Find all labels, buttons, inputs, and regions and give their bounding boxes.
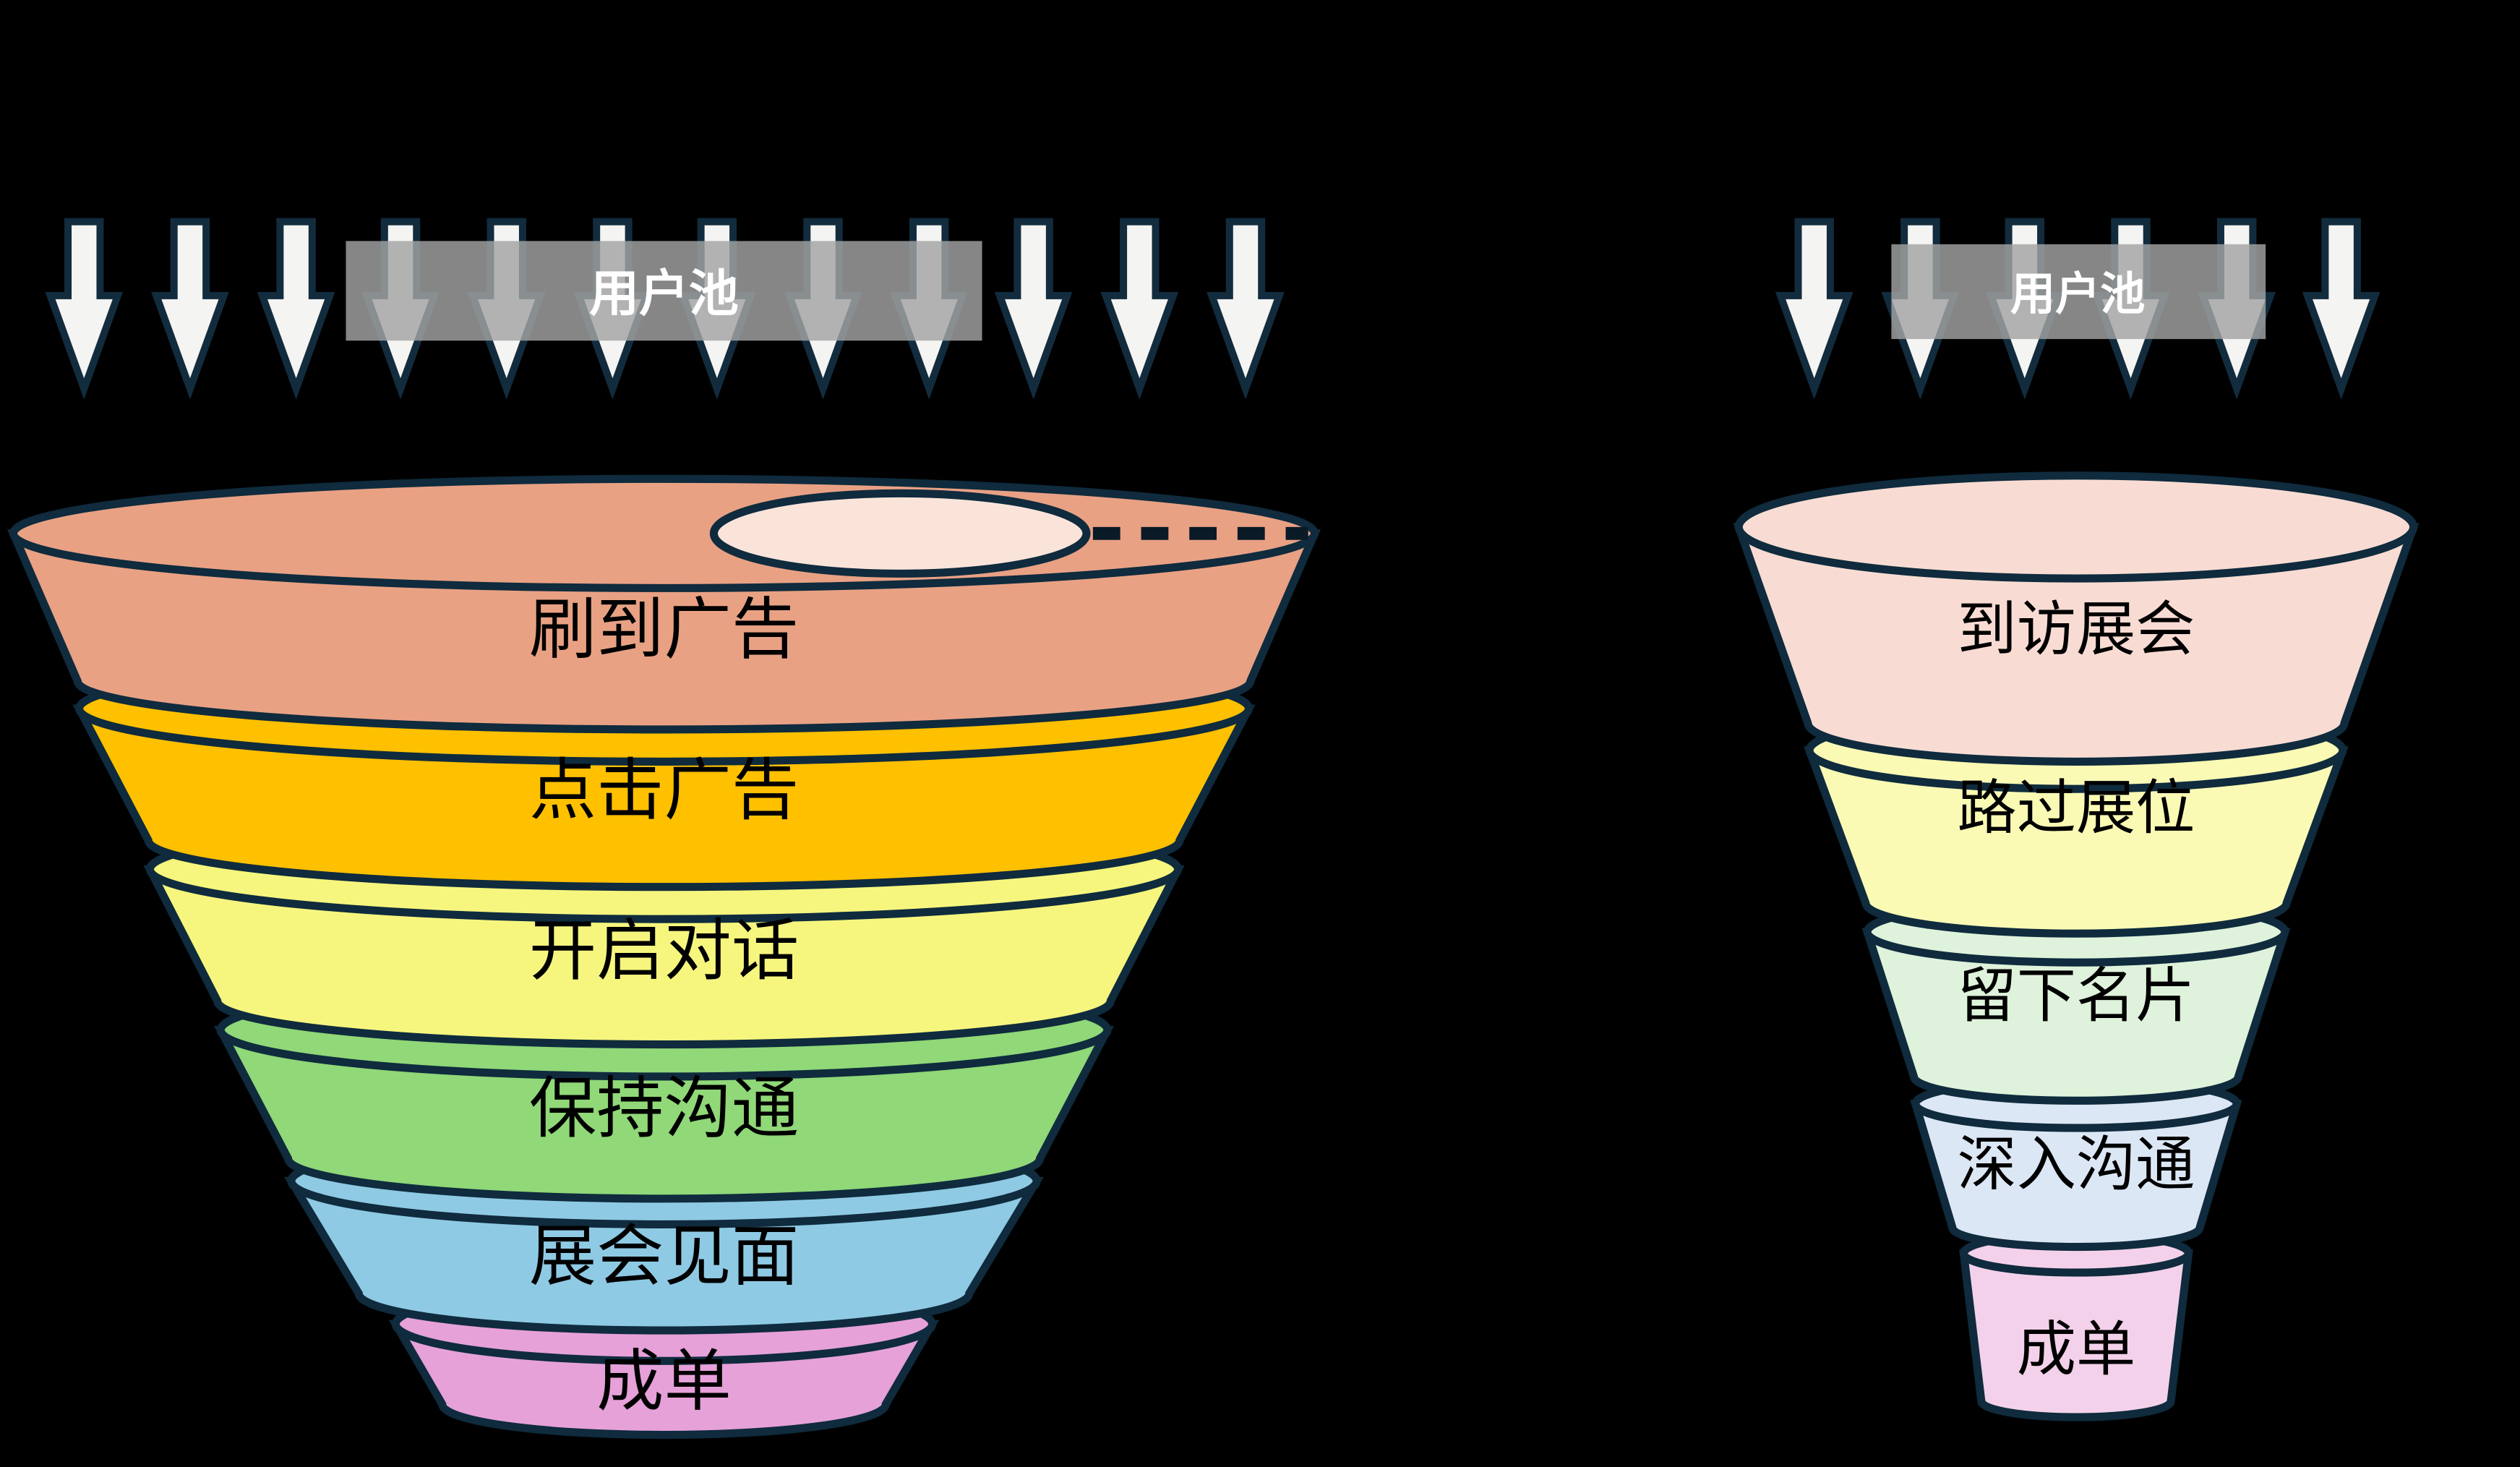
- funnel-layer-label: 开启对话: [529, 912, 799, 991]
- funnel-layer-label: 留下名片: [1958, 962, 2195, 1030]
- funnel-layer-label: 成单: [596, 1343, 732, 1421]
- funnel-layer-body: [1733, 523, 2420, 766]
- funnel-layer-shuadao-guanggao: 刷到广告: [7, 474, 1321, 734]
- funnel-layer-label: 深入沟通: [1958, 1131, 2195, 1199]
- down-arrow-icon: [262, 222, 330, 389]
- funnel-layer-label: 展会见面: [529, 1217, 799, 1296]
- left-funnel: 成单 展会见面 保持沟通 开启对话 点击广告 刷到广告: [7, 474, 1321, 1440]
- funnel-layer-label: 保持沟通: [529, 1069, 799, 1148]
- down-arrow-icon: [2307, 222, 2375, 389]
- down-arrow-icon: [1106, 222, 1173, 389]
- funnel-layer-label: 刷到广告: [529, 591, 799, 670]
- funnel-layer-body: [1804, 746, 2349, 938]
- down-arrow-icon: [156, 222, 223, 389]
- funnel-layer-label: 成单: [2017, 1315, 2135, 1384]
- right-user-pool-banner: 用户池: [1891, 244, 2266, 339]
- down-arrow-icon: [1212, 222, 1279, 389]
- right-funnel: 成单 深入沟通 留下名片 路过展位 到访展会: [1733, 471, 2420, 1421]
- funnel-layer-label: 到访展会: [1958, 596, 2195, 664]
- left-user-pool-banner: 用户池: [346, 241, 982, 341]
- user-pool-label: 用户池: [589, 265, 739, 323]
- funnel-layer-label: 路过展位: [1958, 774, 2195, 842]
- funnel-layer-body: [1959, 1249, 2193, 1421]
- funnel-layer-shenru-goutong: 深入沟通: [1910, 1075, 2242, 1252]
- funnel-layer-top-ellipse: [1734, 471, 2418, 583]
- funnel-layer-label: 点击广告: [529, 751, 799, 830]
- user-pool-label: 用户池: [2010, 268, 2146, 320]
- funnel-layer-daofang-zhanhui: 到访展会: [1733, 471, 2420, 766]
- banner-background: [1891, 244, 2266, 339]
- banner-background: [346, 241, 982, 341]
- funnel-layer-chengdan: 成单: [1959, 1230, 2193, 1421]
- funnel-layer-body: [1861, 928, 2291, 1105]
- down-arrow-icon: [51, 222, 118, 389]
- down-arrow-icon: [1000, 222, 1067, 389]
- funnel-layer-body: [1910, 1100, 2242, 1252]
- funnel-opening-ellipse: [709, 489, 1091, 578]
- down-arrow-icon: [1780, 222, 1848, 389]
